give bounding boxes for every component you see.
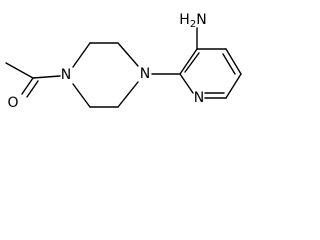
pyridine-nitrogen-label: N [194,90,204,106]
amine-hydrogen: H [179,12,190,28]
bond-piperazine-c2-n4 [117,42,139,67]
oxygen-label: O [7,95,18,111]
amine-nitrogen: N [196,12,206,28]
amine-label: H2N [179,12,206,30]
piperazine-nitrogen-left-label: N [61,67,71,83]
amine-hydrogen-count: 2 [190,19,196,30]
bond-piperazine-c4-n1 [72,83,91,108]
bond-pyridine-c2-c3 [179,48,198,75]
bond-carbonyl-oxygen-double [26,80,39,98]
bond-carbonyl-nitrogen [32,75,61,79]
bond-piperazine-n4-c3 [117,81,139,108]
bond-methyl-carbonyl [5,62,34,79]
atom-labels: O N N N H2N [7,12,206,111]
bond-pyridine-c2-c3-inner [184,52,200,73]
bond-carbonyl-oxygen [21,77,34,95]
bond-pyridine-n1-c2 [179,73,194,94]
bonds [5,27,242,108]
structure-diagram: O N N N H2N [5,12,242,111]
bond-piperazine-n1-c1 [72,42,91,68]
piperazine-nitrogen-right-label: N [140,66,150,82]
bond-pyridine-c4-c5-inner [222,53,236,75]
bond-pyridine-c4-c5 [225,48,242,75]
bond-pyridine-c5-c6 [225,73,242,99]
